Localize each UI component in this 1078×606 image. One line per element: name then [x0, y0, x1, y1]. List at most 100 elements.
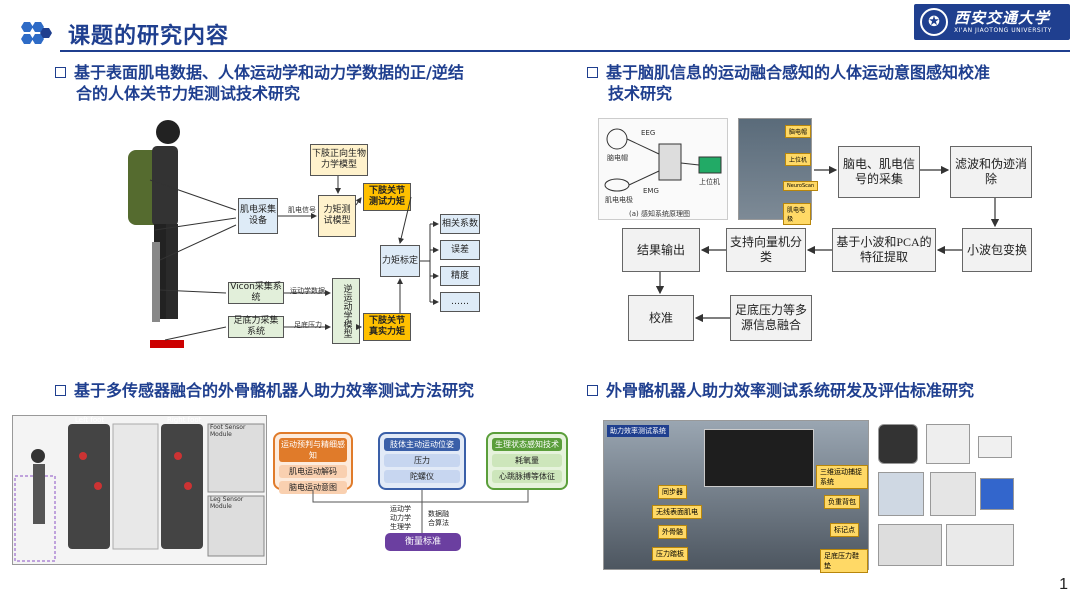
flow-features-label: 基于小波和PCA的特征提取	[836, 235, 932, 264]
mid-left-label: 运动学 动力学 生理学	[390, 505, 411, 531]
diagram2-connectors	[655, 165, 1000, 323]
flow-collect-label: 脑电、肌电信号的采集	[842, 157, 915, 186]
vicon-box: Vicon采集系统	[228, 282, 284, 304]
physiology-box: 生理状态感知技术 耗氧量 心跳脉搏等体征	[486, 432, 568, 490]
flow-svm-label: 支持向量机分类	[729, 235, 802, 264]
body-pose-title: 肢体主动运动位姿	[384, 438, 460, 451]
section2-title: 基于脑肌信息的运动融合感知的人体运动意图感知校准 技术研究	[587, 62, 1067, 104]
equipment-grid	[876, 420, 1018, 570]
treadmill-image	[878, 524, 942, 566]
photo-tag: 脑电帽	[785, 125, 811, 138]
emg-signal-label: 肌电信号	[288, 206, 316, 214]
flow-fusion: 足底压力等多源信息融合	[730, 295, 812, 341]
tool-image	[926, 424, 970, 464]
chip: 心跳脉搏等体征	[492, 470, 562, 483]
output-label: 相关系数	[442, 218, 479, 229]
flow-filter: 滤波和伪迹消除	[950, 146, 1032, 198]
foot-sensor-label: Foot Sensor Module	[210, 424, 246, 438]
photo-tag: 肌电电极	[783, 203, 811, 225]
output-box-3: 精度	[440, 266, 480, 286]
eeg-cap-label: 脑电帽	[607, 154, 628, 162]
flow-collect: 脑电、肌电信号的采集	[838, 146, 920, 198]
sensor-kit-image	[878, 472, 924, 516]
diagram1-connectors	[149, 176, 439, 341]
section3-title: 基于多传感器融合的外骨骼机器人助力效率测试方法研究	[55, 380, 555, 401]
chip: 耗氧量	[492, 454, 562, 467]
flow-output-label: 结果输出	[636, 242, 685, 257]
output-label: 误差	[450, 244, 469, 255]
lab-room-image	[946, 524, 1014, 566]
vicon-label: Vicon采集系统	[230, 282, 282, 303]
flow-output: 结果输出	[622, 228, 700, 272]
standard-box: 衡量标准	[385, 533, 461, 551]
output-box-4: ……	[440, 292, 480, 312]
flow-wavelet: 小波包变换	[962, 228, 1032, 272]
photo-tag: 外骨骼	[658, 525, 687, 539]
motion-prediction-box: 运动预判与精细感知 肌电运动解码 脑电运动意图	[273, 432, 353, 494]
pc-label: 上位机	[699, 178, 720, 186]
checkbox-icon	[55, 67, 66, 78]
output-label: ……	[451, 296, 469, 307]
marker-image	[978, 436, 1012, 458]
checkbox-icon	[55, 385, 66, 396]
photo-panel-title: 助力效率测试系统	[607, 425, 669, 437]
photo-tag: 无线表面肌电	[652, 505, 702, 519]
flow-filter-label: 滤波和伪迹消除	[954, 157, 1027, 186]
calibration-label: 力矩标定	[382, 255, 419, 266]
inverse-model-label: 逆运动学模型	[341, 284, 352, 338]
photo-tag: 三维运动捕捉系统	[816, 465, 868, 489]
body-pose-box: 肢体主动运动位姿 压力 陀螺仪	[378, 432, 466, 490]
photo-tag: 上位机	[785, 153, 811, 166]
photo-tag: 负重背包	[824, 495, 860, 509]
chip: 肌电运动解码	[279, 465, 347, 478]
joint-test-torque-label: 下肢关节测试力矩	[368, 186, 405, 207]
torque-model-box: 力矩测试模型	[318, 195, 356, 237]
section1-line2: 合的人体关节力矩测试技术研究	[76, 84, 301, 103]
flow-svm: 支持向量机分类	[726, 228, 806, 272]
emg-label: EMG	[643, 187, 659, 195]
section4-title: 外骨骼机器人助力效率测试系统研发及评估标准研究	[587, 380, 1067, 401]
right-foot-label: Right foot	[167, 416, 202, 424]
photo-tag: 足底压力鞋垫	[820, 549, 868, 573]
person-with-backpack-image	[100, 112, 200, 357]
real-torque-label: 下肢关节真实力矩	[368, 316, 405, 337]
flow-calibrate: 校准	[628, 295, 694, 341]
output-label: 精度	[450, 270, 469, 281]
physiology-title: 生理状态感知技术	[492, 438, 562, 451]
exoskeleton-figure: Left foot Right foot Foot Sensor Module …	[12, 415, 267, 565]
emg-electrode-label: 肌电电极	[605, 196, 633, 204]
photo-tag: 同步器	[658, 485, 687, 499]
flow-calibrate-label: 校准	[648, 310, 673, 325]
section1-line1: 基于表面肌电数据、人体运动学和动力学数据的正/逆结	[74, 63, 464, 82]
page-number: 1	[1059, 576, 1068, 593]
checkbox-icon	[587, 385, 598, 396]
header-bullet-icon	[18, 20, 54, 46]
emg-device-box: 肌电采集设备	[238, 198, 278, 234]
seal-icon: ✪	[920, 8, 948, 36]
forward-model-box: 下肢正向生物力学模型	[310, 144, 368, 176]
logo-name: 西安交通大学	[954, 9, 1051, 27]
standard-label: 衡量标准	[404, 537, 441, 547]
diagram3-connectors	[312, 490, 529, 534]
joint-test-torque-box: 下肢关节测试力矩	[363, 183, 411, 211]
section4-text: 外骨骼机器人助力效率测试系统研发及评估标准研究	[606, 381, 975, 400]
test-system-photo: 助力效率测试系统 同步器 无线表面肌电 外骨骼 压力踏板 三维运动捕捉系统 负重…	[603, 420, 869, 573]
page-title: 课题的研究内容	[68, 24, 230, 49]
calibration-box: 力矩标定	[380, 245, 420, 277]
output-box-2: 误差	[440, 240, 480, 260]
motion-prediction-title: 运动预判与精细感知	[279, 438, 347, 462]
camera-image	[878, 424, 918, 464]
eeg-subject-photo: 脑电帽 上位机 NeuroScan 肌电电极	[738, 118, 819, 225]
emg-device-label: 肌电采集设备	[240, 205, 277, 226]
section2-line1: 基于脑肌信息的运动融合感知的人体运动意图感知校准	[606, 63, 991, 82]
photo-tag: 压力踏板	[652, 547, 688, 561]
flow-wavelet-label: 小波包变换	[966, 242, 1027, 257]
university-logo: ✪ 西安交通大学 XI'AN JIAOTONG UNIVERSITY	[914, 4, 1070, 40]
foot-pressure-label: 足底压力	[294, 321, 322, 329]
forward-model-label: 下肢正向生物力学模型	[312, 149, 367, 170]
checkbox-icon	[587, 67, 598, 78]
mid-right-label: 数据融 合算法	[428, 510, 449, 527]
torque-model-label: 力矩测试模型	[323, 205, 351, 226]
photo-tag: 标记点	[830, 523, 859, 537]
flow-fusion-label: 足底压力等多源信息融合	[734, 303, 807, 332]
